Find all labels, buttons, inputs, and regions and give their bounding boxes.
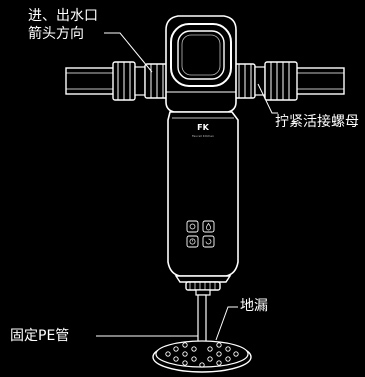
- right-outlet-pipe: [295, 67, 345, 95]
- floor-drain: [152, 340, 252, 373]
- label-floor-drain: 地漏: [240, 298, 268, 314]
- label-inlet-outlet-direction: 进、出水口 箭头方向: [28, 7, 98, 43]
- timer-icon: [186, 235, 199, 248]
- logo-text: Faucet Kitchen: [192, 134, 214, 138]
- left-inlet-pipe: [65, 67, 115, 95]
- label-tighten-union-nut: 拧紧活接螺母: [275, 114, 359, 130]
- right-union-nut: [232, 61, 298, 101]
- control-panel: [186, 220, 215, 248]
- leader-drain: [215, 306, 238, 341]
- filter-head: [165, 15, 237, 113]
- reset-icon: [202, 235, 215, 248]
- leader-inout: [104, 32, 153, 73]
- label-inlet-outlet-line1: 进、出水口: [28, 8, 98, 24]
- drain-valve: [174, 275, 232, 296]
- brand-logo: FK Faucet Kitchen: [192, 123, 214, 138]
- label-inlet-outlet-line2: 箭头方向: [28, 26, 84, 42]
- leader-tighten: [257, 83, 278, 114]
- leader-lines: [96, 32, 278, 341]
- logo-mark: FK: [197, 123, 209, 132]
- left-union-nut: [112, 61, 168, 101]
- pe-tube: [197, 294, 207, 344]
- filter-icon: [186, 220, 199, 233]
- drop-icon: [202, 220, 215, 233]
- label-fix-pe-tube: 固定PE管: [10, 328, 70, 344]
